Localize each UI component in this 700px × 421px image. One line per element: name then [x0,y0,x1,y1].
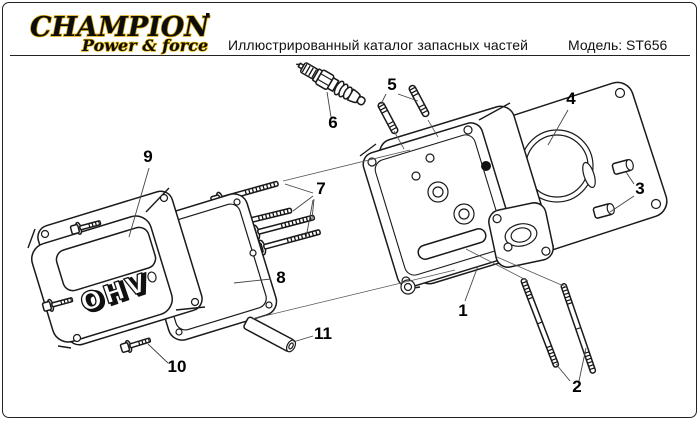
callout-8-cover-gasket: 8 [276,268,285,287]
trademark-mark [206,13,210,17]
spark-plug-part [296,62,366,106]
callout-10-cover-bolt: 10 [168,357,187,376]
callout-9-valve-cover: 9 [143,147,152,166]
header-divider [10,55,690,56]
brand-tagline: Power & force [81,36,208,55]
dowel-pins-part [592,159,634,219]
assembly-lines [251,119,567,320]
model-label: Модель: ST656 [568,37,668,53]
callout-11-dowel-pin-cover: 11 [314,324,332,343]
callout-7-flange-bolt: 7 [316,179,325,198]
callout-3-dowel-pin: 3 [635,179,644,198]
callout-5-head-stud: 5 [387,75,396,94]
callout-2-long-stud: 2 [572,377,581,396]
head-studs-part [377,84,430,134]
long-studs-part [521,278,596,374]
brand-name: CHAMPION [30,12,210,43]
page-title: Иллюстрированный каталог запасных частей [228,37,529,53]
callout-6-spark-plug: 6 [328,113,337,132]
cover-pin-part [243,316,297,353]
callout-1-cylinder-head: 1 [458,301,467,320]
cylinder-head-part [359,102,555,295]
callout-labels: 1 2 3 4 5 6 7 8 9 10 11 [128,75,645,396]
callout-4-head-gasket: 4 [566,89,576,108]
champion-logo: CHAMPION Power & force [29,11,211,55]
